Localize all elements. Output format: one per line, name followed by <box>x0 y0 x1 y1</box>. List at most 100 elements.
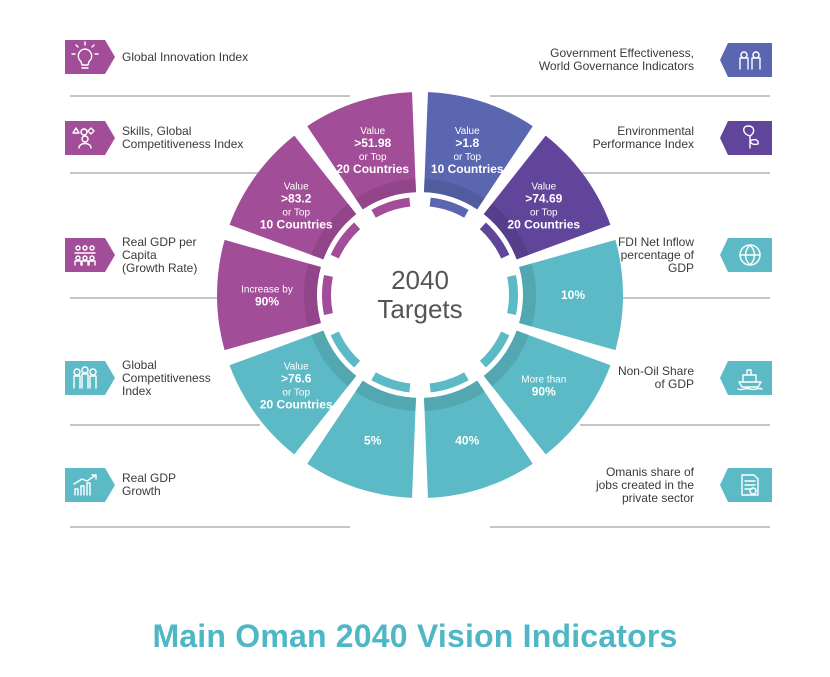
label-line: Growth <box>122 484 161 498</box>
segment-inner-band <box>304 263 321 327</box>
inner-ring-arc <box>429 372 469 393</box>
ship-icon-glyph <box>737 369 763 391</box>
target-text-global-competitiveness: >76.6 <box>281 371 312 385</box>
target-text-global-competitiveness: 20 Countries <box>260 397 333 411</box>
growth-chart-icon <box>65 468 115 502</box>
label-line: Omanis share of <box>605 464 694 479</box>
target-text-government-effectiveness: >1.8 <box>455 136 479 150</box>
label-line: Global Innovation Index <box>122 49 249 64</box>
inner-ring-arc <box>479 331 510 368</box>
lightbulb-icon <box>65 40 115 74</box>
target-text-real-gdp-growth: 5% <box>364 434 382 448</box>
target-text-skills-competitiveness: Value <box>284 182 309 193</box>
skills-icon-glyph <box>72 127 95 149</box>
people-icon-glyph <box>739 51 761 70</box>
center-disc <box>340 215 500 375</box>
target-text-skills-competitiveness: 10 Countries <box>260 218 333 232</box>
target-text-global-innovation: Value <box>360 126 385 137</box>
plant-icon-glyph <box>743 125 759 149</box>
segment-fill <box>519 239 623 351</box>
label-line: Real GDP <box>122 471 177 485</box>
competitors-icon-glyph <box>73 366 97 389</box>
target-text-global-competitiveness: Value <box>284 361 309 372</box>
target-text-government-effectiveness: or Top <box>453 152 481 163</box>
leader-lines <box>70 95 770 528</box>
inner-ring-arc <box>429 197 469 218</box>
label-line: Environmental <box>617 124 694 138</box>
population-icon-glyph <box>74 245 96 266</box>
target-text-real-gdp-per-capita: Increase by <box>241 285 293 296</box>
segment-fill <box>307 380 416 498</box>
label-line: FDI Net Inflow <box>617 234 694 249</box>
label-line: World Governance Indicators <box>538 59 694 73</box>
target-text-environmental-performance: or Top <box>530 208 558 219</box>
label-line: Non-Oil Share <box>617 364 694 378</box>
segment-inner-band <box>355 179 416 210</box>
target-text-government-effectiveness: Value <box>455 126 480 137</box>
inner-ring-arc <box>330 222 361 259</box>
target-text-skills-competitiveness: >83.2 <box>281 192 312 206</box>
label-line: percentage of <box>620 247 694 262</box>
globe-icon <box>720 238 772 272</box>
people-icon <box>720 43 772 77</box>
target-text-non-oil-share: More than <box>521 374 566 385</box>
segment-inner-band <box>311 203 357 260</box>
inner-ring-arc <box>507 275 518 315</box>
target-text-environmental-performance: >74.69 <box>525 192 562 206</box>
label-government-effectiveness: Government Effectiveness,World Governanc… <box>539 47 694 73</box>
label-line: private sector <box>621 490 694 505</box>
label-line: Real GDP per <box>122 234 197 249</box>
competitors-icon <box>65 361 115 395</box>
label-line: Capita <box>122 247 157 262</box>
segment-fill <box>229 135 357 260</box>
segment-fill <box>307 92 416 210</box>
segment-fill <box>483 135 611 260</box>
inner-ring-arc <box>371 197 411 218</box>
target-text-fdi-net-inflow: 10% <box>561 288 585 302</box>
target-text-non-oil-share: 90% <box>532 384 556 398</box>
target-text-omanis-share-jobs: 40% <box>455 434 479 448</box>
label-line: (Growth Rate) <box>122 260 198 275</box>
inner-ring-arc <box>479 222 510 259</box>
label-line: of GDP <box>654 377 694 391</box>
label-line: Competitiveness Index <box>122 137 244 151</box>
inner-ring-arc <box>322 275 333 315</box>
center-title-line1: 2040 <box>391 265 449 295</box>
segment-omanis-share-jobs: 40% <box>424 372 533 498</box>
indicator-icons <box>65 40 772 502</box>
inner-ring-arc <box>330 331 361 368</box>
icon-tag <box>65 238 115 272</box>
label-line: GDP <box>667 260 694 275</box>
plant-icon <box>720 121 772 155</box>
label-line: Skills, Global <box>122 124 192 138</box>
center-title-line2: Targets <box>377 294 462 324</box>
growth-chart-icon-glyph <box>73 474 97 496</box>
segment-fill <box>229 330 357 455</box>
segment-inner-band <box>424 380 485 411</box>
label-global-innovation: Global Innovation Index <box>122 49 249 64</box>
globe-icon-glyph <box>739 244 761 266</box>
icon-tag <box>720 43 772 77</box>
inner-ring-arc <box>371 372 411 393</box>
label-line: Index <box>122 383 152 398</box>
segment-inner-band <box>519 263 537 327</box>
target-text-global-innovation: >51.98 <box>354 136 391 150</box>
icon-tag <box>65 40 115 74</box>
segment-fill <box>424 92 533 210</box>
label-line: Competitiveness <box>122 370 211 385</box>
